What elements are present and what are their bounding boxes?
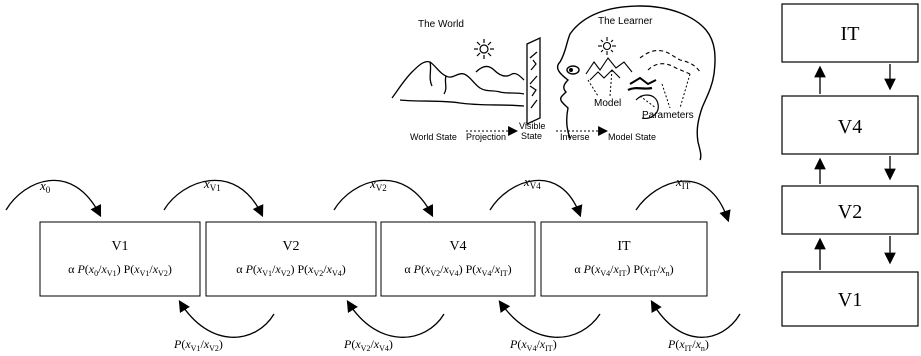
top-arc-xv1 xyxy=(163,179,264,218)
hierarchy-stack: IT V4 V2 V1 xyxy=(781,3,919,327)
top-arc-xv2 xyxy=(333,179,434,218)
world-mountains-icon xyxy=(391,60,525,107)
model-sun-icon xyxy=(598,37,616,55)
visible-state-label-line1: Visible xyxy=(519,121,545,131)
hierarchy-label-v2: V2 xyxy=(838,201,862,223)
bottom-arc-v2v4 xyxy=(346,300,445,338)
hierarchy-level-v1: V1 xyxy=(781,271,919,327)
box-v2-title: V2 xyxy=(282,239,299,254)
top-arcs xyxy=(5,179,731,223)
parameters-label: Parameters xyxy=(642,110,694,121)
bottom-arcs xyxy=(178,299,741,338)
box-v2-formula: α P(xV1/xV2) P(xV2/xV4) xyxy=(236,262,345,278)
box-v2: V2 α P(xV1/xV2) P(xV2/xV4) xyxy=(205,221,377,297)
bottom-label-v1v2: P(xV1/xV2) xyxy=(173,337,223,353)
hierarchy-label-it: IT xyxy=(841,23,860,45)
hierarchy-level-v4: V4 xyxy=(781,95,919,155)
top-label-xv2: xV2 xyxy=(369,176,387,193)
world-label: The World xyxy=(418,19,464,30)
bottom-arc-v1v2 xyxy=(178,300,275,338)
top-arc-xv4 xyxy=(489,179,583,218)
bottom-arc-v4it xyxy=(498,300,601,338)
top-arc-x0 xyxy=(5,179,102,218)
top-arc-xit xyxy=(635,180,731,223)
visible-screen-icon xyxy=(526,36,541,126)
model-mountains-icon xyxy=(585,49,701,92)
learner-ear-icon xyxy=(635,94,659,119)
learner-label: The Learner xyxy=(598,16,653,27)
box-v4-formula: α P(xV2/xV4) P(xV4/xIT) xyxy=(404,262,511,278)
hierarchy-level-v2: V2 xyxy=(781,185,919,235)
box-it: IT α P(xV4/xIT) P(xIT/xn) xyxy=(540,221,708,297)
box-v4: V4 α P(xV2/xV4) P(xV4/xIT) xyxy=(380,221,536,297)
learner-head-outline xyxy=(556,5,716,161)
box-v1-title: V1 xyxy=(111,239,128,254)
box-it-formula: α P(xV4/xIT) P(xIT/xn) xyxy=(574,262,673,278)
visible-state-label-line2: State xyxy=(521,131,542,141)
bottom-label-v4it: P(xV4/xIT) xyxy=(509,337,557,353)
learner-eye-icon xyxy=(566,65,580,75)
cortical-chain: x0 xV1 xV2 xV4 xIT V1 α P(x0/xV1) P(xV1/… xyxy=(5,174,741,353)
inverse-label: Inverse xyxy=(560,132,590,142)
box-it-title: IT xyxy=(617,239,631,254)
top-label-xv1: xV1 xyxy=(203,176,221,193)
model-state-label: Model State xyxy=(608,132,656,142)
world-state-label: World State xyxy=(410,132,457,142)
bottom-label-itn: P(xIT/xn) xyxy=(667,337,709,353)
bottom-label-v2v4: P(xV2/xV4) xyxy=(343,337,393,353)
parameter-connectors xyxy=(587,69,691,109)
world-sun-icon xyxy=(474,39,494,59)
box-v1-formula: α P(x0/xV1) P(xV1/xV2) xyxy=(68,262,172,278)
top-label-xv4: xV4 xyxy=(523,174,541,191)
projection-label: Projection xyxy=(466,132,506,142)
top-label-xit: xIT xyxy=(675,174,691,191)
world-learner-illustration: The World The Learner xyxy=(391,5,716,161)
box-v4-title: V4 xyxy=(449,239,466,254)
hierarchy-label-v1: V1 xyxy=(838,289,862,311)
model-label: Model xyxy=(594,98,621,109)
top-label-x0: x0 xyxy=(39,178,51,195)
hierarchy-label-v4: V4 xyxy=(838,116,862,138)
box-v1: V1 α P(x0/xV1) P(xV1/xV2) xyxy=(39,221,201,297)
hierarchy-arrows xyxy=(814,64,896,270)
bottom-arc-itn xyxy=(650,299,741,338)
hierarchy-level-it: IT xyxy=(781,3,919,63)
